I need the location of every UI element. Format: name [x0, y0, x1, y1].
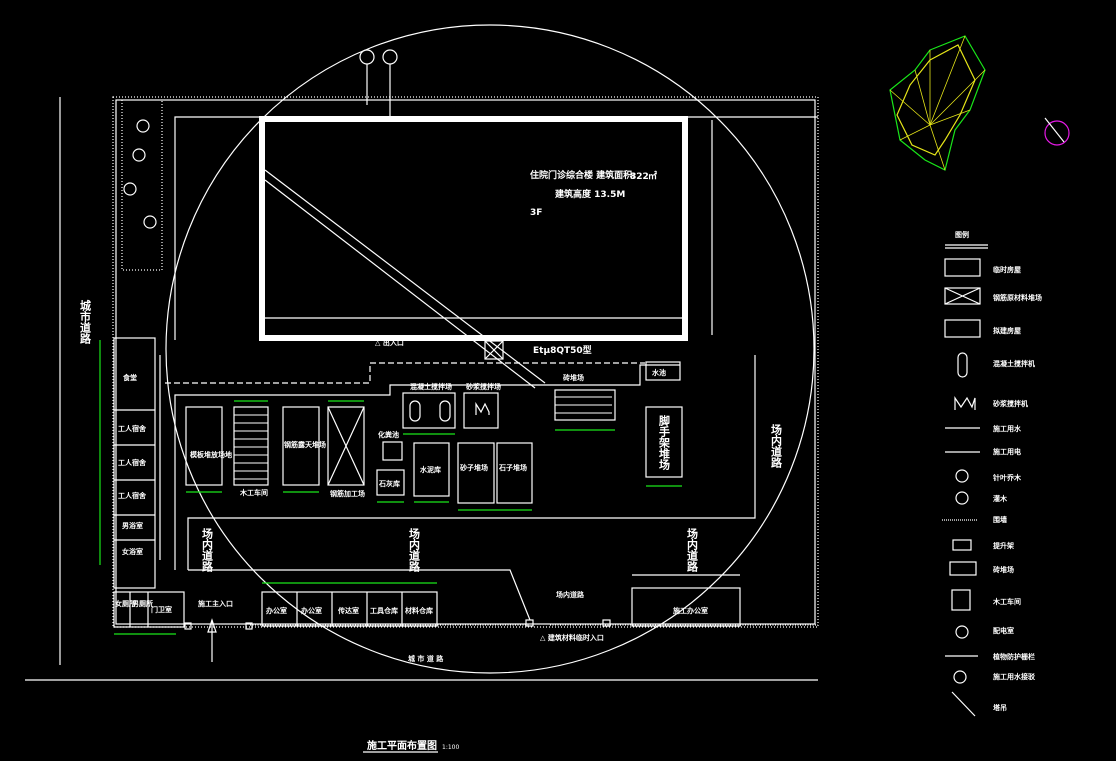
legend-title: 图例 [955, 230, 969, 239]
shrub-icons [123, 119, 157, 229]
concrete-mixing-yard [402, 392, 456, 429]
tower-crane-label: Etμ8QT50型 [533, 344, 592, 356]
water-pool [645, 361, 681, 381]
site-road-label: 场内道路 [770, 423, 783, 469]
office-label: 办公室 [266, 606, 287, 615]
tower-crane-icon [484, 340, 504, 360]
legend-item: 临时房屋 [993, 265, 1021, 274]
legend-item: 钢筋原材料堆场 [993, 293, 1042, 302]
main-entrance-label: 施工主入口 [198, 599, 233, 608]
brick-label: 砖堆场 [563, 373, 584, 382]
utility-inlets [359, 49, 398, 117]
dormitory-block [113, 337, 156, 589]
drawing-scale: 1:100 [442, 744, 459, 751]
dorm-room: 工人宿舍 [118, 424, 147, 433]
building-name-area: 住院门诊综合楼 建筑面积: [530, 169, 636, 181]
dorm-room: 食堂 [122, 373, 137, 382]
rebar-yard-label: 钢筋露天堆场 [284, 440, 326, 449]
legend-item: 拟建房屋 [993, 326, 1021, 335]
legend-item: 植物防护栅栏 [992, 652, 1035, 661]
pool-label: 水池 [652, 368, 666, 377]
carpentry-label: 木工车间 [239, 488, 268, 497]
dorm-room: 男浴室 [122, 521, 143, 530]
crane-radius-circle [165, 24, 815, 674]
office-label: 工具仓库 [370, 606, 398, 615]
site-road-label: 场内道路 [408, 527, 421, 573]
carpentry-shop [233, 406, 269, 486]
office-label: 办公室 [301, 606, 322, 615]
office-label: 材料仓库 [404, 606, 433, 615]
site-office [631, 587, 741, 627]
legend-item: 施工用水 [993, 424, 1022, 433]
legend-item: 混凝土搅拌机 [993, 359, 1035, 368]
sand-label: 砂子堆场 [460, 463, 488, 472]
legend-item: 配电室 [993, 626, 1014, 635]
legend-item: 木工车间 [992, 597, 1021, 606]
building-height: 建筑高度 13.5M [555, 188, 625, 200]
legend-item: 围墙 [993, 515, 1007, 524]
proposed-building: 住院门诊综合楼 建筑面积: 822 ㎡ 建筑高度 13.5M 3F [259, 116, 713, 389]
scaffold-yard [645, 406, 683, 478]
septic-tank [382, 441, 403, 461]
legend-item: 砂浆搅拌机 [993, 399, 1028, 408]
toilet-label: 男厕所 [132, 599, 153, 608]
dorm-room: 工人宿舍 [118, 458, 147, 467]
stone-label: 石子堆场 [498, 463, 527, 472]
formwork-yard [185, 406, 223, 486]
rebar-yard [282, 406, 320, 486]
rebar-workshop-label: 钢筋加工场 [330, 489, 365, 498]
legend-item: 针叶乔木 [992, 473, 1022, 482]
mortar-label: 砂浆搅拌场 [466, 382, 501, 391]
sand-yard [457, 442, 495, 504]
building-area-unit: ㎡ [648, 170, 657, 182]
lime-store [376, 469, 405, 496]
stone-yard [496, 442, 533, 504]
mortar-mixing-yard [463, 392, 499, 429]
gatehouse-label: 门卫室 [151, 605, 172, 614]
building-area: 822 [630, 172, 649, 182]
city-road-left-label: 城市道路 [79, 299, 92, 345]
site-boundary [25, 96, 819, 681]
cement-label: 水泥库 [420, 465, 441, 474]
material-entrance-label: △ 建筑材料临时入口 [540, 633, 604, 642]
legend: 图例 临时房屋 钢筋原材料堆场 拟建房屋 混凝土搅拌机 砂浆搅拌机 施工用水 施… [942, 230, 1042, 717]
site-road-label: 场内道路 [201, 527, 214, 573]
site-office-label: 施工办公室 [673, 606, 708, 615]
wind-rose-icon [889, 35, 986, 171]
site-road-label: 场内道路 [556, 590, 585, 599]
toilet-label: 女厕所 [115, 599, 136, 608]
scaffold-label: 脚手架堆场 [658, 414, 672, 471]
rebar-workshop [327, 406, 365, 486]
building-floors: 3F [530, 208, 542, 218]
concrete-label: 混凝土搅拌场 [410, 382, 452, 391]
cement-store [413, 442, 450, 497]
legend-item: 塔吊 [993, 703, 1007, 712]
formwork-label: 模板堆放场地 [190, 450, 232, 459]
dorm-room: 工人宿舍 [118, 491, 147, 500]
north-compass-icon [1044, 117, 1070, 146]
legend-item: 施工用水接驳 [993, 672, 1036, 681]
legend-item: 灌木 [993, 494, 1008, 503]
septic-label: 化粪池 [378, 430, 399, 439]
legend-item: 施工用电 [993, 447, 1021, 456]
dorm-room: 女浴室 [122, 547, 143, 556]
legend-item: 砖堆场 [993, 565, 1014, 574]
city-road-bottom-label: 城 市 道 路 [408, 654, 444, 663]
office-row: 办公室 办公室 传达室 工具仓库 材料仓库 [261, 582, 438, 627]
site-road-label: 场内道路 [686, 527, 699, 573]
lime-label: 石灰库 [378, 479, 400, 488]
drawing-title: 施工平面布置图 [367, 739, 437, 752]
office-label: 传达室 [337, 606, 359, 615]
legend-item: 提升架 [992, 541, 1014, 550]
entrance-top-label: △ 出入口 [375, 338, 404, 347]
